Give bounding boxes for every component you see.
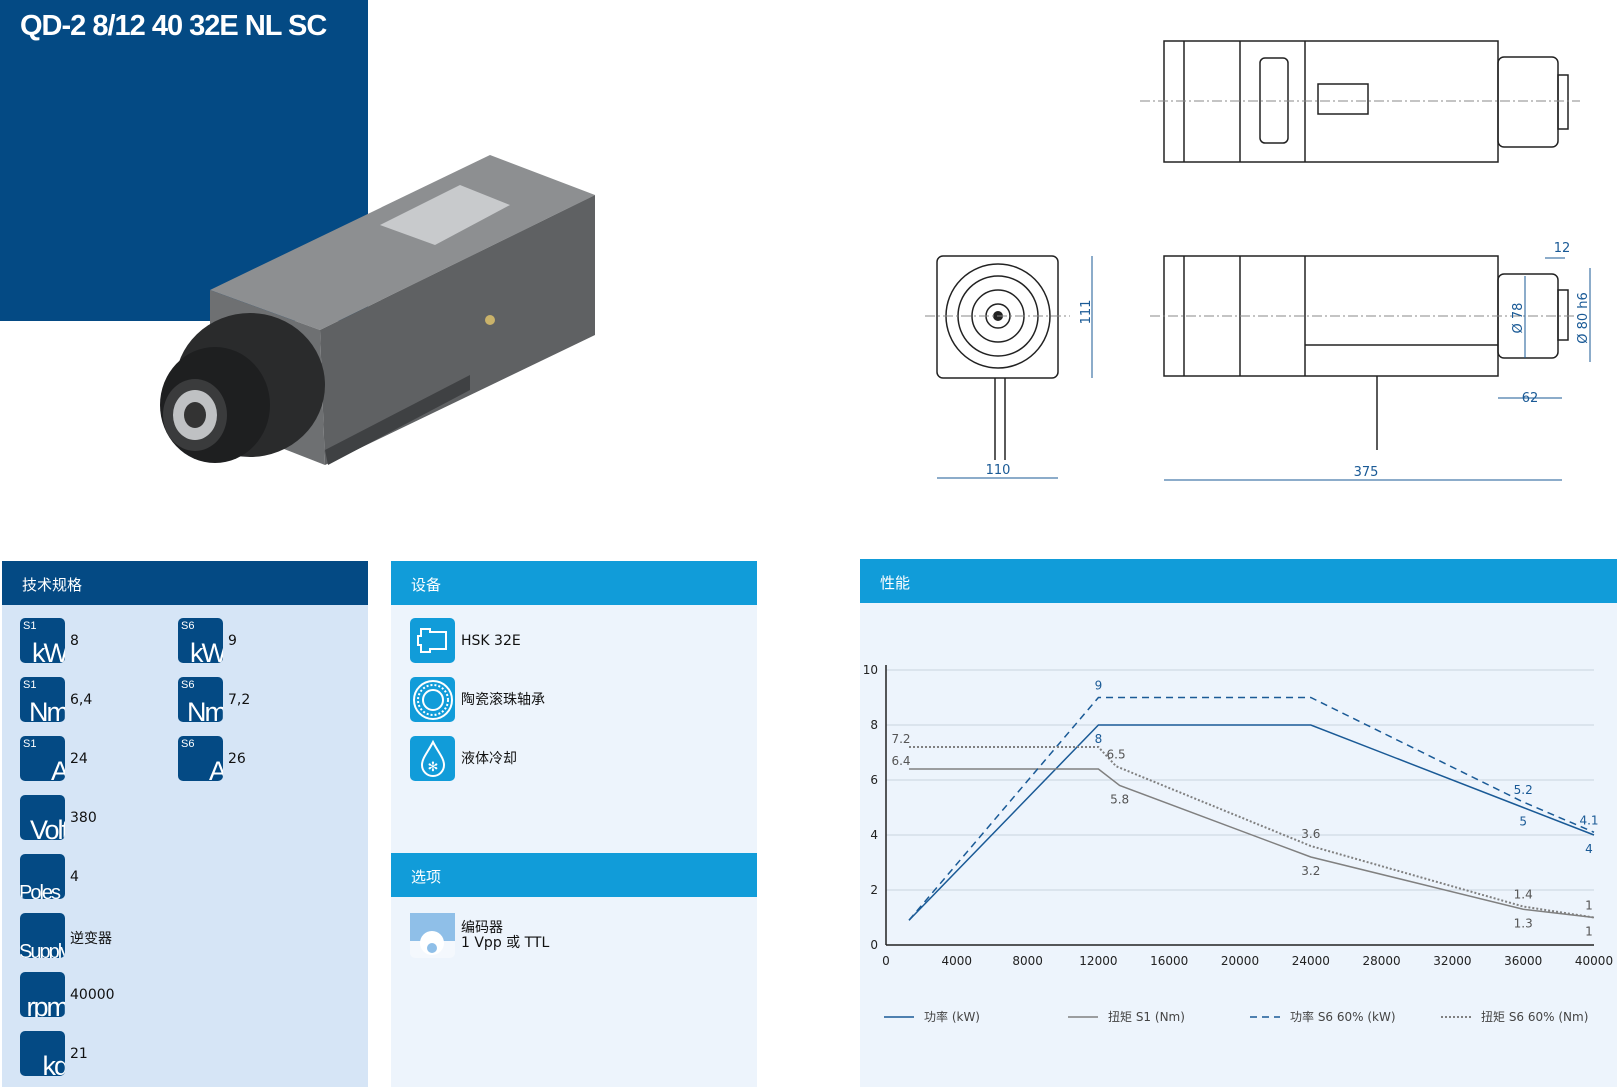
- dim-62: 62: [1522, 391, 1539, 406]
- performance-panel: 性能: [860, 559, 1617, 1087]
- spec-icon-unit: Nm: [29, 697, 65, 723]
- equipment-item-label: HSK 32E: [461, 633, 521, 649]
- liquid-cooling-icon: ✻: [410, 736, 455, 781]
- dim-length-375: 375: [1354, 465, 1379, 480]
- spec-icon-prefix: S6: [181, 679, 195, 691]
- spec-icon-kg: kg: [20, 1031, 65, 1076]
- spec-icon-unit: kW: [190, 638, 223, 664]
- spec-icon-unit: Nm: [187, 697, 223, 723]
- spec-value: 40000: [70, 987, 115, 1003]
- spec-icon-supply: Supply: [20, 913, 65, 958]
- spec-value: 26: [228, 751, 246, 767]
- svg-text:✻: ✻: [428, 760, 439, 775]
- spec-icon-prefix: S6: [181, 738, 195, 750]
- tech-specs-header: 技术规格: [2, 561, 368, 605]
- dim-diameter-78: Ø 78: [1511, 303, 1526, 334]
- technical-drawings: 111 110 375 62 12 Ø 78 Ø 80 h6: [925, 40, 1591, 481]
- spec-icon-prefix: S1: [23, 738, 37, 750]
- spec-value: 21: [70, 1046, 88, 1062]
- front-view-body: [936, 255, 1059, 379]
- spec-value: 逆变器: [70, 931, 112, 947]
- spec-icon-unit: rpm: [26, 992, 66, 1018]
- spec-icon-unit: kW: [32, 638, 65, 664]
- performance-header: 性能: [860, 559, 1617, 603]
- equipment-header: 设备: [391, 561, 757, 605]
- spec-icon-kw: S1 kW: [20, 618, 65, 663]
- options-header: 选项: [391, 853, 757, 897]
- spec-icon-volt: Volt: [20, 795, 65, 840]
- spec-icon-unit: kg: [42, 1051, 65, 1077]
- dim-height-111: 111: [1079, 300, 1094, 325]
- spec-value: 24: [70, 751, 88, 767]
- spec-icon-poles: Poles: [20, 854, 65, 899]
- spec-value: 7,2: [228, 692, 251, 708]
- spec-icon-unit: Poles: [20, 882, 61, 899]
- dim-12: 12: [1554, 241, 1571, 256]
- option-encoder-label: 编码器: [461, 920, 503, 936]
- spec-icon-kw: S6 kW: [178, 618, 223, 663]
- product-title: QD-2 8/12 40 32E NL SC: [20, 10, 327, 42]
- spec-value: 380: [70, 810, 97, 826]
- spec-value: 4: [70, 869, 79, 885]
- spindle-product-image: [160, 155, 595, 465]
- dim-width-110: 110: [986, 463, 1011, 478]
- equipment-item-label: 液体冷却: [461, 751, 517, 767]
- spec-icon-rpm: rpm: [20, 972, 65, 1017]
- spec-icon-unit: A: [208, 756, 223, 782]
- spec-icon-prefix: S6: [181, 620, 195, 632]
- equipment-item-label: 陶瓷滚珠轴承: [461, 692, 545, 708]
- spec-value: 6,4: [70, 692, 93, 708]
- spec-icon-prefix: S1: [23, 679, 37, 691]
- spec-icon-unit: Volt: [29, 815, 65, 841]
- spec-icon-unit: Supply: [20, 941, 65, 958]
- spec-icon-prefix: S1: [23, 620, 37, 632]
- spec-value: 9: [228, 633, 237, 649]
- encoder-gear-icon: [410, 913, 455, 958]
- bearing-icon: [410, 677, 455, 722]
- option-encoder-signal: 1 Vpp 或 TTL: [461, 935, 550, 951]
- spec-icon-unit: A: [50, 756, 65, 782]
- dim-diameter-80: Ø 80 h6: [1576, 292, 1591, 344]
- spec-value: 8: [70, 633, 79, 649]
- tool-holder-icon: [410, 618, 455, 663]
